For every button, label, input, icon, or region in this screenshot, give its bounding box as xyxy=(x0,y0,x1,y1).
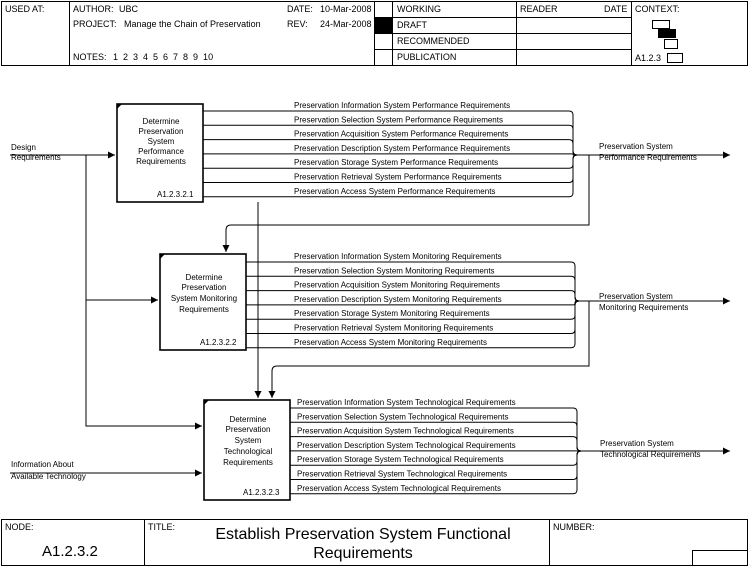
box-node-number: A1.2.3.2.2 xyxy=(200,338,237,347)
status-publication: PUBLICATION xyxy=(397,52,456,62)
output-label: Preservation Access System Technological… xyxy=(297,484,501,493)
box-node-number: A1.2.3.2.3 xyxy=(243,488,280,497)
output-label: Preservation Selection System Technologi… xyxy=(297,412,509,421)
diagram-title-line2: Requirements xyxy=(313,545,413,562)
bundle-output-label: Preservation System xyxy=(600,439,674,448)
bundle-output-label: Preservation System xyxy=(599,292,673,301)
design-requirements-label: Design xyxy=(11,143,36,152)
design-requirements-label: Requirements xyxy=(11,153,61,162)
draft-status-marker xyxy=(375,18,392,33)
output-label: Preservation Access System Performance R… xyxy=(294,187,495,196)
box-title-line: Performance xyxy=(138,147,184,156)
output-label: Preservation Storage System Performance … xyxy=(294,158,498,167)
context-label: CONTEXT: xyxy=(635,4,680,14)
control-arrows xyxy=(222,154,590,398)
output-label: Preservation Information System Performa… xyxy=(294,101,510,110)
reader-date-label: DATE xyxy=(604,4,627,14)
node-value: A1.2.3.2 xyxy=(42,543,98,560)
output-label: Preservation Access System Monitoring Re… xyxy=(294,338,487,347)
box-title-line: Requirements xyxy=(223,458,273,467)
box-title-line: Determine xyxy=(230,415,267,424)
output-label: Preservation Retrieval System Monitoring… xyxy=(294,324,493,333)
output-bundles: Preservation Information System Performa… xyxy=(203,101,730,495)
status-draft: DRAFT xyxy=(397,20,427,30)
diagram-title-line1: Establish Preservation System Functional xyxy=(215,526,510,543)
output-label: Preservation Description System Technolo… xyxy=(297,441,516,450)
box-title-line: System xyxy=(148,137,175,146)
box-title-line: Requirements xyxy=(136,157,186,166)
box-title-line: Determine xyxy=(143,117,180,126)
output-label: Preservation Selection System Monitoring… xyxy=(294,266,495,275)
output-label: Preservation Description System Performa… xyxy=(294,144,510,153)
output-label: Preservation Acquisition System Performa… xyxy=(294,130,508,139)
design-requirements-arrows xyxy=(10,151,202,430)
box-title-line: Requirements xyxy=(179,305,229,314)
used-at-label: USED AT: xyxy=(5,4,44,14)
bundle-output-label: Monitoring Requirements xyxy=(599,303,688,312)
node-label: NODE: xyxy=(5,522,34,532)
status-working: WORKING xyxy=(397,4,441,14)
author-value: UBC xyxy=(119,4,139,14)
available-technology-label: Information About xyxy=(11,460,74,469)
status-recommended: RECOMMENDED xyxy=(397,36,470,46)
title-label: TITLE: xyxy=(148,522,175,532)
author-label: AUTHOR: xyxy=(73,4,114,14)
available-technology-label: Available Technology xyxy=(11,472,86,481)
output-label: Preservation Information System Technolo… xyxy=(297,398,516,407)
notes-value: 1 2 3 4 5 6 7 8 9 10 xyxy=(113,52,213,62)
activity-box-technological[interactable]: Determine Preservation System Technologi… xyxy=(203,399,291,501)
box-title-line: Determine xyxy=(186,273,223,282)
box-title-line: Preservation xyxy=(182,283,227,292)
output-label: Preservation Storage System Monitoring R… xyxy=(294,309,490,318)
output-label: Preservation Description System Monitori… xyxy=(294,295,502,304)
rev-value: 24-Mar-2008 xyxy=(320,19,372,29)
project-value: Manage the Chain of Preservation xyxy=(124,19,261,29)
output-bundle: Preservation Information System Technolo… xyxy=(290,398,730,495)
bundle-output-label: Preservation System xyxy=(599,142,673,151)
reader-label: READER xyxy=(520,4,558,14)
box-title-line: System xyxy=(235,436,262,445)
box-title-line: Preservation xyxy=(139,127,184,136)
output-bundle: Preservation Information System Monitori… xyxy=(246,252,730,349)
output-label: Preservation Storage System Technologica… xyxy=(297,455,504,464)
bundle-output-label: Technological Requirements xyxy=(600,450,701,459)
box-node-number: A1.2.3.2.1 xyxy=(157,190,194,199)
context-mini-diagram xyxy=(652,20,683,63)
box-title-line: System Monitoring xyxy=(171,294,237,303)
box-title-line: Technological xyxy=(224,447,273,456)
output-label: Preservation Information System Monitori… xyxy=(294,252,502,261)
context-node: A1.2.3 xyxy=(635,53,661,63)
footer-block xyxy=(1,519,748,566)
output-label: Preservation Selection System Performanc… xyxy=(294,115,503,124)
date-label: DATE: xyxy=(287,4,313,14)
activity-box-monitoring[interactable]: Determine Preservation System Monitoring… xyxy=(159,253,247,351)
notes-label: NOTES: xyxy=(73,52,107,62)
output-label: Preservation Retrieval System Technologi… xyxy=(297,470,507,479)
date-value: 10-Mar-2008 xyxy=(320,4,372,14)
output-line xyxy=(203,153,574,156)
header-block xyxy=(1,1,748,66)
output-label: Preservation Acquisition System Technolo… xyxy=(297,427,514,436)
bundle-output-label: Performance Requirements xyxy=(599,153,697,162)
output-label: Preservation Retrieval System Performanc… xyxy=(294,173,502,182)
output-bundle: Preservation Information System Performa… xyxy=(203,101,730,198)
activity-box-performance[interactable]: Determine Preservation System Performanc… xyxy=(116,103,204,203)
rev-label: REV: xyxy=(287,19,308,29)
box-title-line: Preservation xyxy=(226,425,271,434)
output-label: Preservation Acquisition System Monitori… xyxy=(294,281,500,290)
project-label: PROJECT: xyxy=(73,19,117,29)
number-label: NUMBER: xyxy=(553,522,595,532)
